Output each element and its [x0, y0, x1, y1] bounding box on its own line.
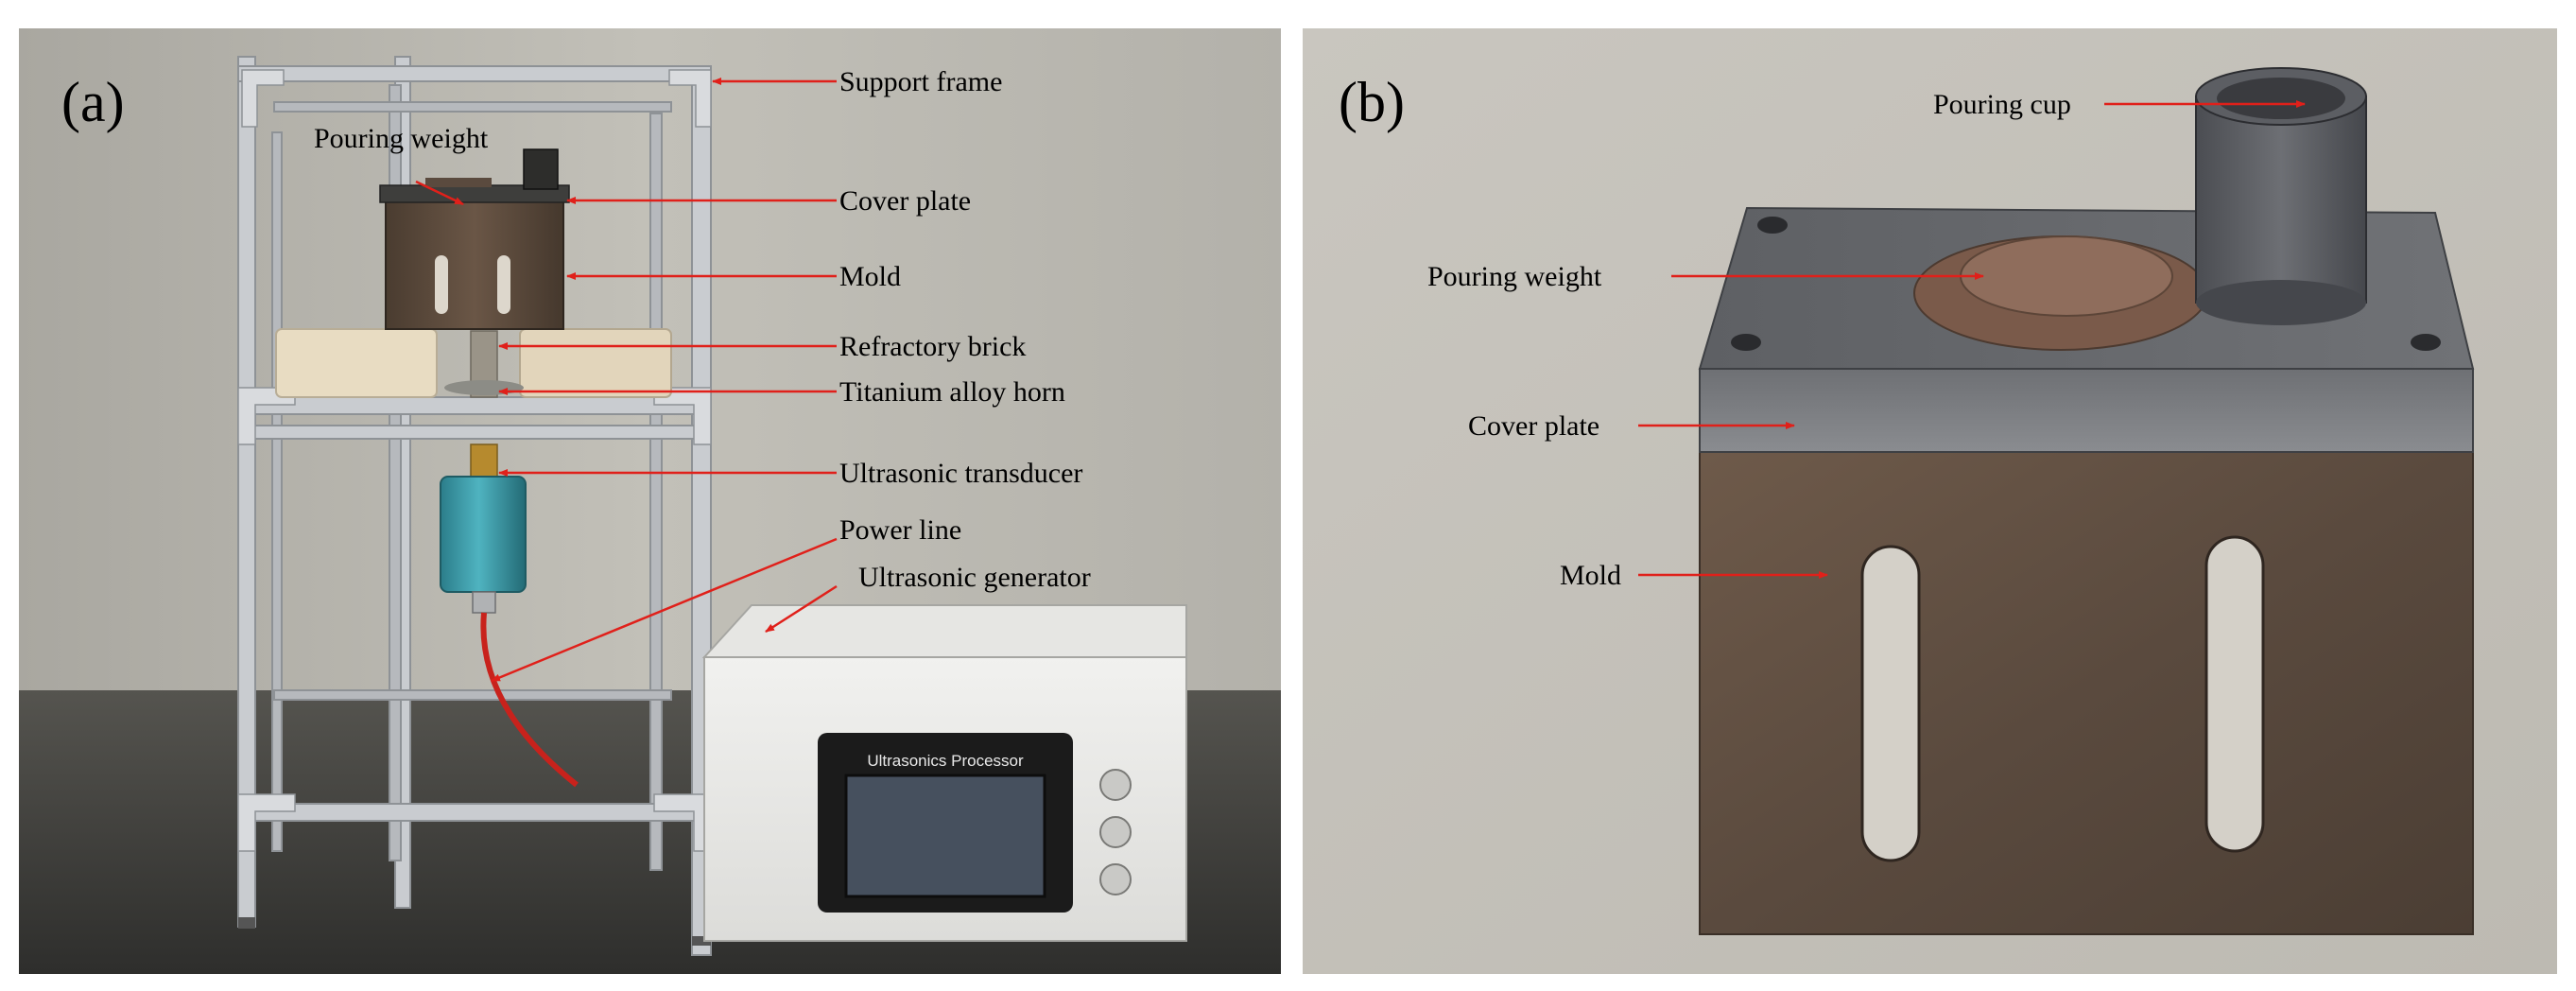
- callout-titanium-alloy-horn: Titanium alloy horn: [839, 376, 1065, 408]
- generator-knob-1: [1099, 769, 1132, 801]
- panel-a-label: (a): [61, 71, 125, 133]
- refractory-brick-left: [275, 328, 438, 398]
- callout-pouring-weight-b: Pouring weight: [1427, 261, 1602, 292]
- panel-a-photo: Ultrasonics Processor (a) Support frame …: [19, 28, 1281, 974]
- horn-flange: [444, 380, 524, 395]
- panel-a-svg: Ultrasonics Processor (a) Support frame …: [19, 28, 1281, 974]
- frame-brackets: [237, 69, 712, 852]
- mold-slot-left: [435, 255, 448, 314]
- callout-refractory-brick: Refractory brick: [839, 331, 1026, 362]
- pouring-cup-base: [2196, 280, 2366, 325]
- mold-slot-right-b: [2204, 535, 2265, 853]
- pouring-cup-body: [2195, 96, 2367, 304]
- callout-pouring-weight-a: Pouring weight: [314, 123, 489, 154]
- mold-slot-right: [497, 255, 510, 314]
- callout-mold-b: Mold: [1560, 560, 1621, 591]
- cover-plate-front: [1699, 368, 2474, 453]
- mold-body: [385, 196, 564, 330]
- mold-slot-left-b: [1860, 545, 1921, 862]
- panel-b-arrows: [1638, 100, 2306, 579]
- pouring-cup: [523, 148, 559, 190]
- ultrasonic-transducer: [440, 476, 527, 593]
- generator-panel-title: Ultrasonics Processor: [867, 752, 1024, 770]
- pouring-weight: [425, 178, 492, 187]
- bolt-hole-3: [2411, 334, 2441, 351]
- panel-b-photo: (b) Pouring cup Pouring weight Cover pla…: [1303, 28, 2557, 974]
- transducer-plug: [472, 591, 496, 614]
- callout-ultrasonic-transducer: Ultrasonic transducer: [839, 458, 1082, 489]
- power-line-cable: [480, 612, 579, 788]
- panel-a-callouts: Support frame Pouring weight Cover plate…: [314, 66, 1091, 593]
- callout-ultrasonic-generator: Ultrasonic generator: [858, 562, 1091, 593]
- mold-block: [1699, 451, 2474, 935]
- callout-power-line: Power line: [839, 514, 961, 546]
- panel-b-svg: (b) Pouring cup Pouring weight Cover pla…: [1303, 28, 2557, 974]
- callout-pouring-cup: Pouring cup: [1933, 89, 2071, 120]
- refractory-brick-right: [519, 328, 672, 398]
- callout-cover-plate-a: Cover plate: [839, 185, 971, 217]
- brass-connector: [470, 443, 498, 478]
- generator-knob-2: [1099, 816, 1132, 848]
- touch-screen: [844, 774, 1046, 898]
- callout-cover-plate-b: Cover plate: [1468, 410, 1599, 442]
- callout-mold-a: Mold: [839, 261, 901, 292]
- pouring-cup-opening: [2217, 78, 2345, 119]
- pouring-weight-disc: [1960, 235, 2173, 317]
- callout-support-frame: Support frame: [839, 66, 1002, 97]
- panel-a-arrows: [415, 78, 838, 683]
- generator-knob-3: [1099, 863, 1132, 895]
- bolt-hole-2: [1731, 334, 1761, 351]
- ultrasonic-generator: Ultrasonics Processor: [701, 604, 1187, 942]
- panel-b-callouts: Pouring cup Pouring weight Cover plate M…: [1427, 89, 2071, 591]
- panel-b-label: (b): [1339, 71, 1405, 133]
- bolt-hole-1: [1757, 217, 1788, 234]
